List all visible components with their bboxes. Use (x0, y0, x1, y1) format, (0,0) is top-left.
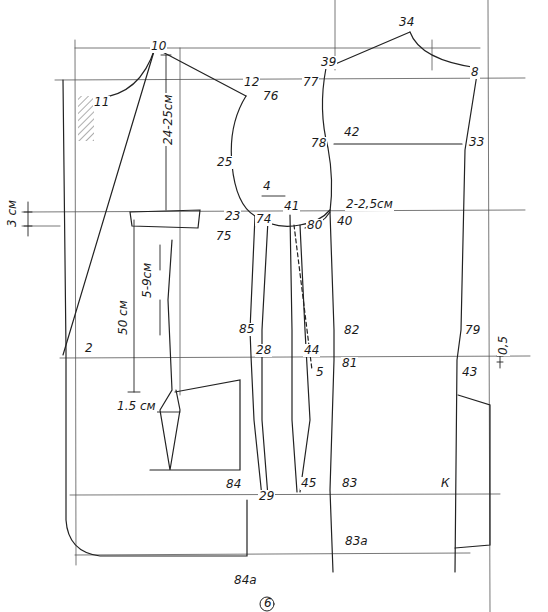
point-label: 4 (262, 180, 272, 193)
back-piece (305, 32, 490, 572)
point-label: 85 (238, 323, 255, 336)
point-label: 5 (315, 366, 325, 379)
point-label: 39 (320, 56, 337, 69)
point-label: 2-2,5см (345, 198, 394, 211)
point-label: 84 (225, 478, 242, 491)
point-label: К (440, 477, 451, 490)
point-label: 84а (233, 574, 258, 587)
point-label: 80 (306, 219, 323, 232)
point-label: 23 (224, 210, 241, 223)
point-label: 1.5 см (116, 400, 157, 413)
point-label: 0,5 (497, 334, 510, 355)
point-label: 34 (398, 16, 415, 29)
point-label: 5-9см (141, 261, 154, 298)
front-piece (63, 48, 330, 556)
point-label: 2 (84, 342, 94, 355)
point-label: 43 (461, 366, 478, 379)
point-label: 8 (470, 66, 480, 79)
point-label: 40 (336, 215, 353, 228)
point-label: 82 (343, 324, 360, 337)
point-label: 33 (468, 136, 485, 149)
point-label: 25 (216, 156, 233, 169)
point-label: 6 (263, 597, 273, 610)
point-label: 42 (343, 126, 360, 139)
point-label: 79 (464, 324, 481, 337)
point-label: 83а (344, 535, 369, 548)
point-label: 3 см (6, 198, 19, 227)
point-label: 41 (283, 200, 300, 213)
point-label: 50 см (117, 300, 130, 337)
dimension-marks (24, 55, 503, 412)
point-label: 75 (215, 230, 232, 243)
point-label: 44 (303, 344, 320, 357)
point-label: 45 (300, 477, 317, 490)
point-label: 81 (341, 357, 358, 370)
point-label: 28 (255, 344, 272, 357)
point-label: 83 (341, 477, 358, 490)
grid-lines (22, 0, 530, 612)
page-circle (260, 597, 274, 611)
point-label: 24-25см (162, 94, 175, 147)
point-label: 78 (310, 137, 327, 150)
point-label: 12 (243, 76, 260, 89)
point-label: 76 (262, 90, 279, 103)
point-label: 10 (150, 40, 167, 53)
point-label: 77 (302, 76, 319, 89)
point-label: 29 (258, 490, 275, 503)
point-label: 74 (255, 213, 272, 226)
point-label: 11 (93, 96, 110, 109)
